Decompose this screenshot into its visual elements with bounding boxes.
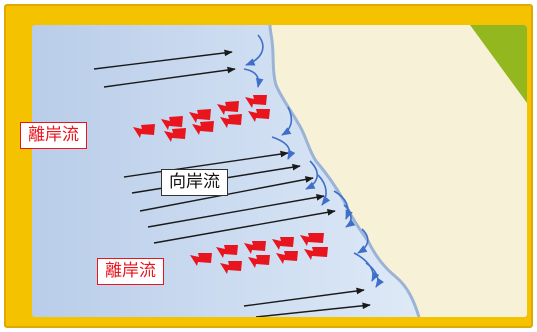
rip-arrow [248, 109, 270, 122]
rip-arrows-upper [133, 95, 270, 142]
rip-arrow [276, 251, 298, 264]
onshore-arrow [243, 287, 365, 307]
rip-arrow [164, 128, 186, 142]
rip-arrow [189, 109, 211, 123]
swirl-arrows [243, 34, 384, 288]
swirl-arrow [365, 262, 384, 288]
onshore-arrow [147, 194, 325, 228]
rip-arrow [300, 233, 324, 246]
swirl-arrow [243, 68, 264, 88]
swirl-arrow [333, 190, 353, 220]
swirl-arrow [281, 106, 293, 136]
swirl-arrow [271, 136, 296, 160]
onshore-arrow [93, 49, 233, 70]
swirl-arrow [317, 174, 331, 206]
onshore-arrow [123, 150, 289, 178]
swirl-arrow [305, 160, 318, 190]
land-area [270, 25, 527, 317]
swirl-arrow [357, 228, 369, 254]
onshore-arrow [255, 302, 371, 317]
rip-arrow [161, 116, 183, 130]
shoreline [268, 25, 421, 317]
onshore-arrow [153, 209, 336, 244]
rip-arrow [192, 121, 214, 135]
rip-arrow [220, 114, 242, 128]
rip-arrows-lower [190, 233, 328, 274]
rip-arrow [304, 247, 328, 260]
rip-arrow [248, 255, 270, 268]
grass-area [470, 25, 527, 103]
rip-arrow [133, 124, 155, 138]
onshore-arrow [103, 66, 236, 88]
rip-arrow [190, 253, 212, 266]
swirl-arrow [245, 34, 264, 66]
rip-arrow [217, 101, 239, 115]
rip-arrow [272, 237, 294, 250]
rip-arrow [244, 241, 266, 254]
rip-arrow [245, 95, 267, 108]
rip-current-label-upper: 離岸流 [20, 122, 87, 149]
rip-current-label-lower: 離岸流 [97, 258, 164, 285]
swirl-arrow [343, 204, 356, 228]
rip-arrow [216, 245, 238, 258]
diagram-frame: 離岸流 向岸流 離岸流 [4, 4, 533, 328]
rip-arrow [220, 261, 242, 274]
onshore-current-label: 向岸流 [161, 169, 228, 196]
